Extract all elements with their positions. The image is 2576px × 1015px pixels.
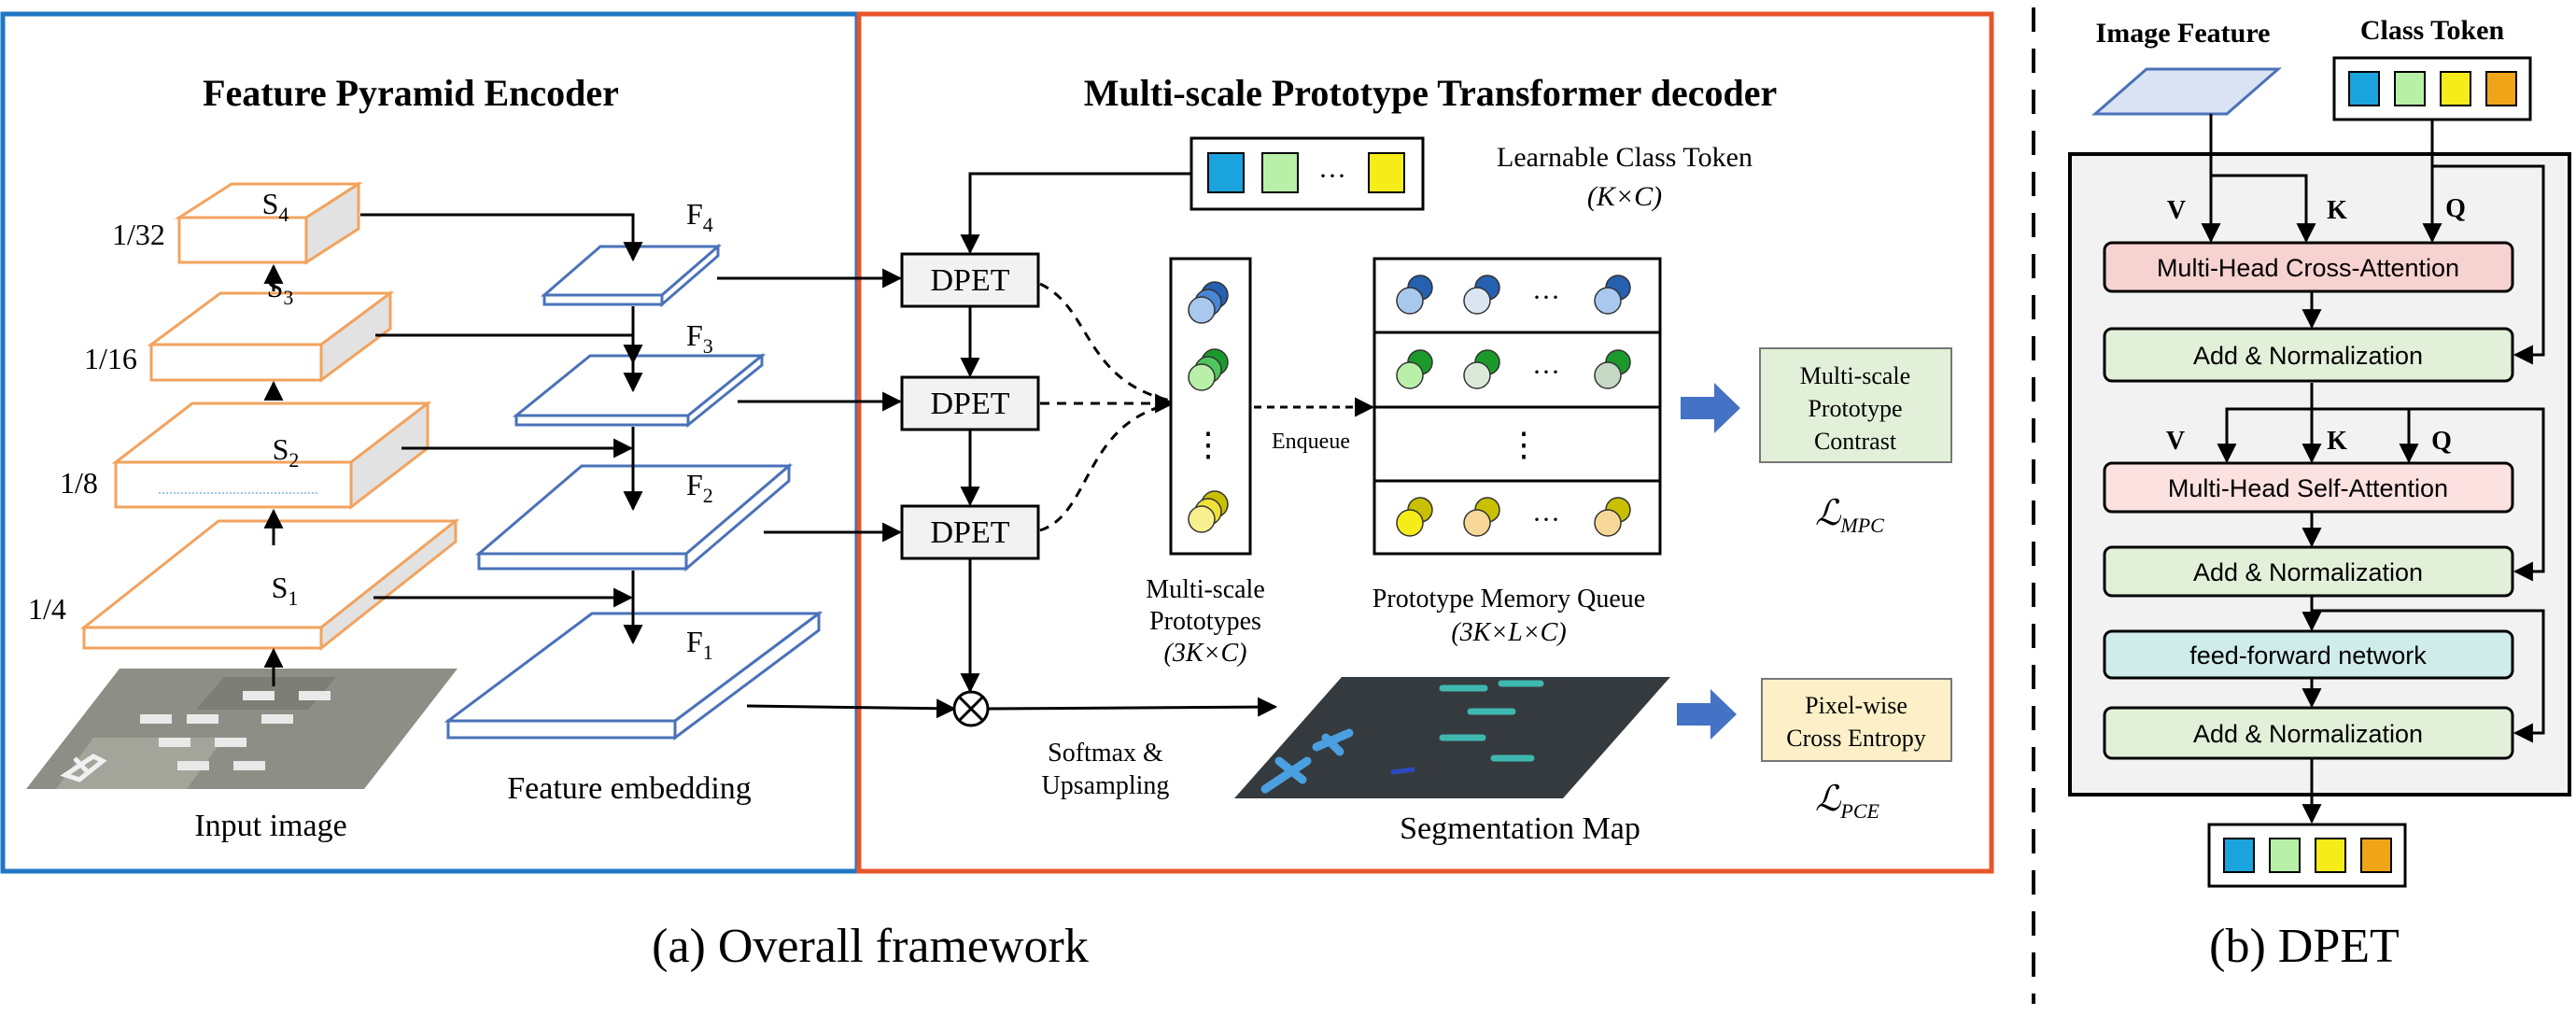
feature-f1: F1 <box>443 611 823 740</box>
scale-label-1-32: 1/32 <box>112 218 165 251</box>
decoder-title: Multi-scale Prototype Transformer decode… <box>1084 72 1777 114</box>
svg-text:···: ··· <box>1318 161 1346 191</box>
learnable-class-token: ··· <box>1189 136 1425 211</box>
dpet-to-prototype-curves <box>1039 282 1175 532</box>
svg-text:Add & Normalization: Add & Normalization <box>2193 342 2423 370</box>
token-dims: (K×C) <box>1587 181 1662 212</box>
svg-text:Multi-Head Cross-Attention: Multi-Head Cross-Attention <box>2157 254 2459 282</box>
svg-text:DPET: DPET <box>931 263 1010 298</box>
segmentation-map <box>1234 677 1670 798</box>
dpet-flow-arrows <box>2201 114 2545 825</box>
class-token-label: Class Token <box>2360 15 2505 46</box>
k-label-2: K <box>2327 427 2347 456</box>
svg-text:···: ··· <box>1532 282 1560 313</box>
pce-box: Pixel-wise Cross Entropy <box>1761 678 1952 762</box>
softmax-label-2: Upsampling <box>1042 771 1170 800</box>
svg-text:F1: F1 <box>686 625 713 664</box>
v-label-1: V <box>2167 196 2186 225</box>
pce-loss: ℒPCE <box>1815 780 1879 823</box>
caption-a: (a) Overall framework <box>652 920 1089 973</box>
scale-label-1-16: 1/16 <box>84 342 137 375</box>
encoder-title: Feature Pyramid Encoder <box>203 72 619 114</box>
svg-text:Cross Entropy: Cross Entropy <box>1786 725 1926 752</box>
input-image-label: Input image <box>194 809 346 843</box>
self-attention-block: Multi-Head Self-Attention <box>2103 461 2514 514</box>
output-token-box <box>2207 823 2407 888</box>
svg-text:F2: F2 <box>686 468 713 507</box>
mpc-loss: ℒMPC <box>1815 494 1884 537</box>
dpet-box-3: DPET <box>900 504 1040 560</box>
lateral-arrows <box>360 213 643 645</box>
svg-text:F4: F4 <box>686 197 713 236</box>
svg-text:Add & Normalization: Add & Normalization <box>2193 558 2423 586</box>
svg-text:Contrast: Contrast <box>1814 428 1897 455</box>
svg-text:⋮: ⋮ <box>1507 426 1541 463</box>
dpet-box-2: DPET <box>900 375 1040 431</box>
feature-embedding-label: Feature embedding <box>507 771 752 806</box>
stage-s2: S2 <box>111 400 432 511</box>
scale-label-1-8: 1/8 <box>60 466 98 500</box>
v-label-2: V <box>2166 427 2185 456</box>
svg-text:Add & Normalization: Add & Normalization <box>2193 720 2423 748</box>
svg-text:Prototype: Prototype <box>1808 395 1902 422</box>
svg-text:Multi-Head Self-Attention: Multi-Head Self-Attention <box>2168 474 2448 502</box>
multiply-node <box>952 690 990 727</box>
prototypes-dims: (3K×C) <box>1164 639 1247 668</box>
q-label-2: Q <box>2431 427 2452 456</box>
add-norm-block-3: Add & Normalization <box>2103 706 2514 760</box>
cross-attention-block: Multi-Head Cross-Attention <box>2103 241 2514 293</box>
queue-label: Prototype Memory Queue <box>1372 585 1645 613</box>
feature-f4: F4 <box>540 197 723 308</box>
scale-label-1-4: 1/4 <box>28 592 66 626</box>
svg-text:S1: S1 <box>272 571 299 610</box>
decoder-arrows <box>717 172 1278 719</box>
svg-text:···: ··· <box>1532 357 1560 388</box>
svg-text:Multi-scale: Multi-scale <box>1800 362 1910 389</box>
input-image <box>26 669 457 789</box>
svg-text:S3: S3 <box>267 270 294 309</box>
decoder-frame <box>856 11 1994 874</box>
svg-text:DPET: DPET <box>931 515 1010 550</box>
segmentation-map-label: Segmentation Map <box>1400 811 1640 846</box>
mpc-box: Multi-scale Prototype Contrast <box>1759 347 1952 463</box>
svg-text:S4: S4 <box>262 187 289 226</box>
image-feature-label: Image Feature <box>2096 18 2271 49</box>
pce-block-arrow <box>1677 689 1737 740</box>
q-label-1: Q <box>2445 194 2466 223</box>
svg-text:DPET: DPET <box>931 387 1010 421</box>
svg-text:⋮: ⋮ <box>1191 426 1225 463</box>
ffn-block: feed-forward network <box>2103 629 2514 680</box>
multi-scale-prototypes: ⋮ <box>1169 257 1252 556</box>
svg-text:···: ··· <box>1532 504 1560 535</box>
mpc-block-arrow <box>1681 383 1740 433</box>
prototypes-label-2: Prototypes <box>1149 607 1261 636</box>
queue-dims: (3K×L×C) <box>1451 618 1566 647</box>
softmax-label-1: Softmax & <box>1048 739 1163 768</box>
svg-text:Pixel-wise: Pixel-wise <box>1805 692 1907 719</box>
add-norm-block-1: Add & Normalization <box>2103 327 2514 383</box>
k-label-1: K <box>2327 196 2347 225</box>
image-feature-shape <box>2091 67 2282 116</box>
enqueue-label: Enqueue <box>1272 430 1350 454</box>
class-token-box <box>2332 56 2532 121</box>
token-label: Learnable Class Token <box>1497 142 1753 173</box>
svg-text:S2: S2 <box>273 432 300 472</box>
prototype-memory-queue: ··· ··· ⋮ ··· <box>1372 257 1662 556</box>
caption-b: (b) DPET <box>2209 920 2400 973</box>
svg-text:feed-forward network: feed-forward network <box>2189 641 2427 670</box>
stage-s1: S1 <box>79 517 460 652</box>
stage-s3: S3 <box>147 270 395 383</box>
svg-text:F3: F3 <box>686 318 713 358</box>
add-norm-block-2: Add & Normalization <box>2103 545 2514 598</box>
prototypes-label-1: Multi-scale <box>1146 575 1265 604</box>
stage-s4: S4 <box>174 181 364 265</box>
dpet-box-1: DPET <box>900 252 1040 308</box>
